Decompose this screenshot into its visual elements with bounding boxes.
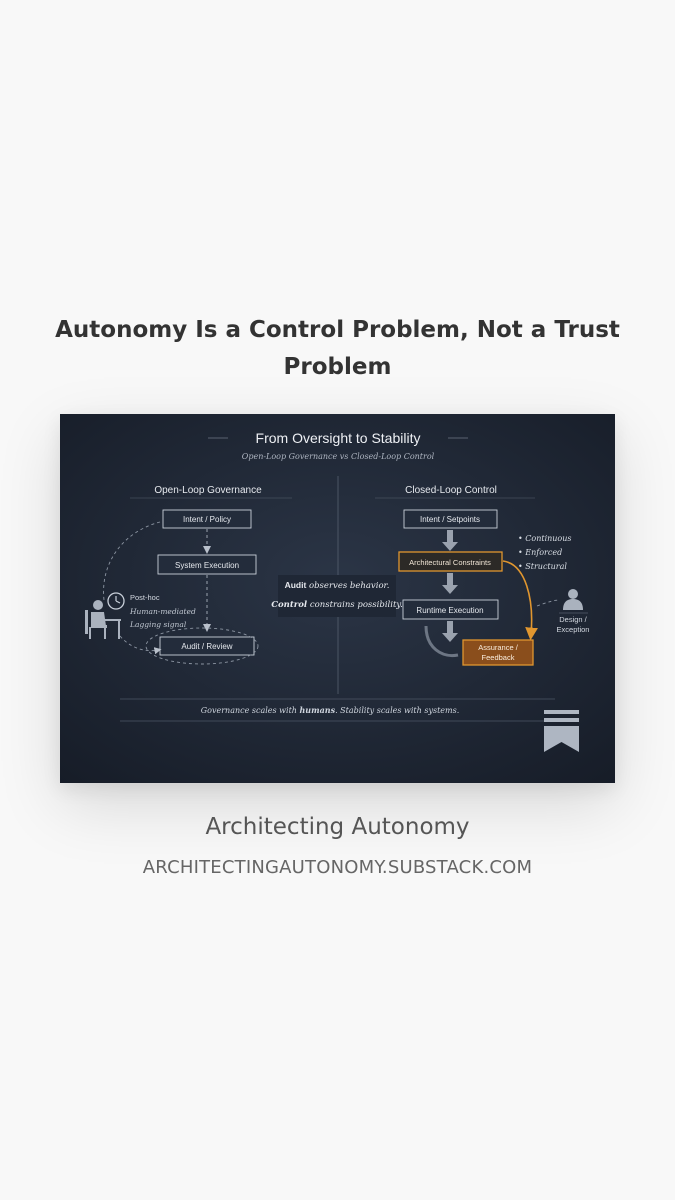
footer-bold-humans: humans [299,705,335,715]
hero-image[interactable]: From Oversight to Stability Open-Loop Go… [60,414,615,783]
open-feedback-curve [103,521,161,601]
closed-arrow-1 [442,530,458,551]
center-control-word: Control [271,600,308,610]
closed-assurance-box [462,639,534,666]
design-label-2: Exception [557,625,590,634]
publication-url[interactable]: ARCHITECTINGAUTONOMY.SUBSTACK.COM [142,857,533,878]
clock-icon [107,592,125,610]
closed-bullet-enforced: • Enforced [518,548,562,557]
footer-text: Governance scales with humans. Stability… [201,705,460,715]
center-control-rest: constrains possibility. [307,600,403,610]
open-execution-label: System Execution [175,561,239,570]
closed-intent-label: Intent / Setpoints [420,515,480,524]
open-audit-box [159,636,255,656]
center-control-line: Control constrains possibility. [271,600,403,610]
center-audit-word: Audit [285,580,307,590]
closed-bullet-continuous: • Continuous [518,534,572,543]
closed-arrow-2 [442,573,458,594]
open-note-posthoc: Post-hoc [130,593,160,602]
design-link [536,599,561,607]
closed-bullet-structural-text: Structural [525,562,567,571]
person-icon [563,589,583,610]
diagram-svg: From Oversight to Stability Open-Loop Go… [60,414,615,783]
open-audit-loop [145,627,259,665]
closed-runtime-box [402,599,499,620]
closed-orange-feedback [502,560,538,641]
post-title[interactable]: Autonomy Is a Control Problem, Not a Tru… [55,317,620,380]
closed-bullet-structural: • Structural [518,562,567,571]
open-intent-box [162,509,252,529]
substack-logo-icon [544,710,579,752]
closed-arrow-3 [442,621,458,642]
closed-runtime-label: Runtime Execution [416,606,483,615]
diagram-subtitle: Open-Loop Governance vs Closed-Loop Cont… [242,452,435,461]
closed-assurance-label-1: Assurance / [478,643,519,652]
closed-loop-heading: Closed-Loop Control [405,485,497,496]
open-execution-box [157,554,257,575]
closed-feedback-swoop [424,625,459,658]
closed-assurance-label-2: Feedback [482,653,515,662]
closed-bullet-continuous-text: Continuous [525,534,571,543]
closed-intent-box [403,509,498,529]
open-note-lagging: Lagging signal [129,620,187,629]
center-text-backdrop [278,575,396,617]
closed-constraints-label: Architectural Constraints [409,558,491,567]
publication-name[interactable]: Architecting Autonomy [205,814,470,840]
open-note-human: Human-mediated [129,607,196,616]
person-at-desk-icon [85,600,121,639]
center-audit-line: Audit observes behavior. [285,580,390,591]
open-audit-label: Audit / Review [181,642,232,651]
design-label-1: Design / [559,615,587,624]
footer-part-1: Governance scales with [201,706,300,715]
open-loop-heading: Open-Loop Governance [154,485,262,496]
diagram-title: From Oversight to Stability [256,430,421,446]
open-intent-label: Intent / Policy [183,515,231,524]
footer-part-2: . Stability scales with systems. [335,706,459,715]
closed-bullet-enforced-text: Enforced [524,548,562,557]
closed-constraints-box [398,551,503,572]
center-audit-rest: observes behavior. [306,581,389,591]
